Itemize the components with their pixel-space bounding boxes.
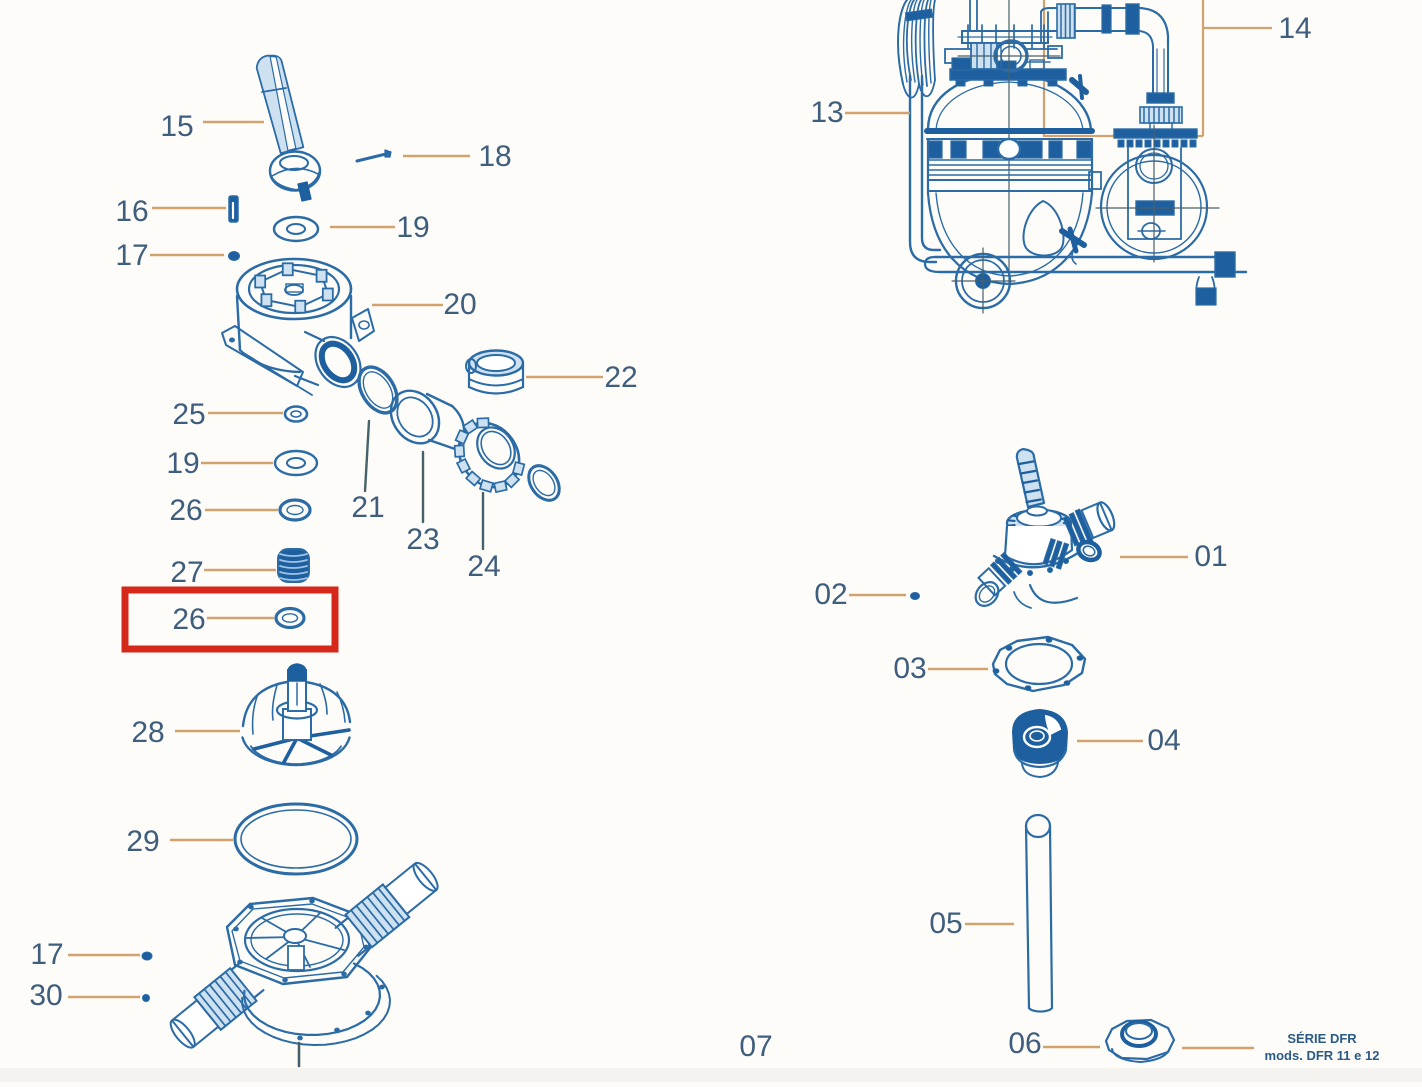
svg-text:01: 01 (1194, 540, 1227, 573)
svg-text:25: 25 (172, 398, 205, 431)
svg-text:06: 06 (1008, 1027, 1041, 1060)
svg-text:05: 05 (929, 907, 962, 940)
svg-text:16: 16 (115, 195, 148, 228)
svg-text:mods. DFR 11 e 12: mods. DFR 11 e 12 (1265, 1048, 1380, 1063)
svg-text:03: 03 (893, 652, 926, 685)
svg-text:22: 22 (604, 361, 637, 394)
svg-text:26: 26 (172, 603, 205, 636)
svg-text:23: 23 (406, 523, 439, 556)
svg-text:SÉRIE DFR: SÉRIE DFR (1287, 1031, 1357, 1046)
svg-text:27: 27 (170, 556, 203, 589)
svg-text:18: 18 (478, 140, 511, 173)
svg-text:17: 17 (30, 938, 63, 971)
svg-text:04: 04 (1147, 724, 1180, 757)
svg-text:14: 14 (1278, 12, 1311, 45)
svg-text:21: 21 (351, 491, 384, 524)
svg-text:24: 24 (467, 550, 500, 583)
svg-text:20: 20 (443, 288, 476, 321)
svg-text:30: 30 (29, 979, 62, 1012)
svg-text:19: 19 (166, 447, 199, 480)
svg-text:15: 15 (160, 110, 193, 143)
svg-text:29: 29 (126, 825, 159, 858)
svg-text:26: 26 (169, 494, 202, 527)
svg-text:28: 28 (131, 716, 164, 749)
svg-text:19: 19 (396, 211, 429, 244)
svg-text:02: 02 (814, 578, 847, 611)
svg-text:13: 13 (810, 96, 843, 129)
svg-text:07: 07 (739, 1030, 772, 1063)
svg-text:17: 17 (115, 239, 148, 272)
